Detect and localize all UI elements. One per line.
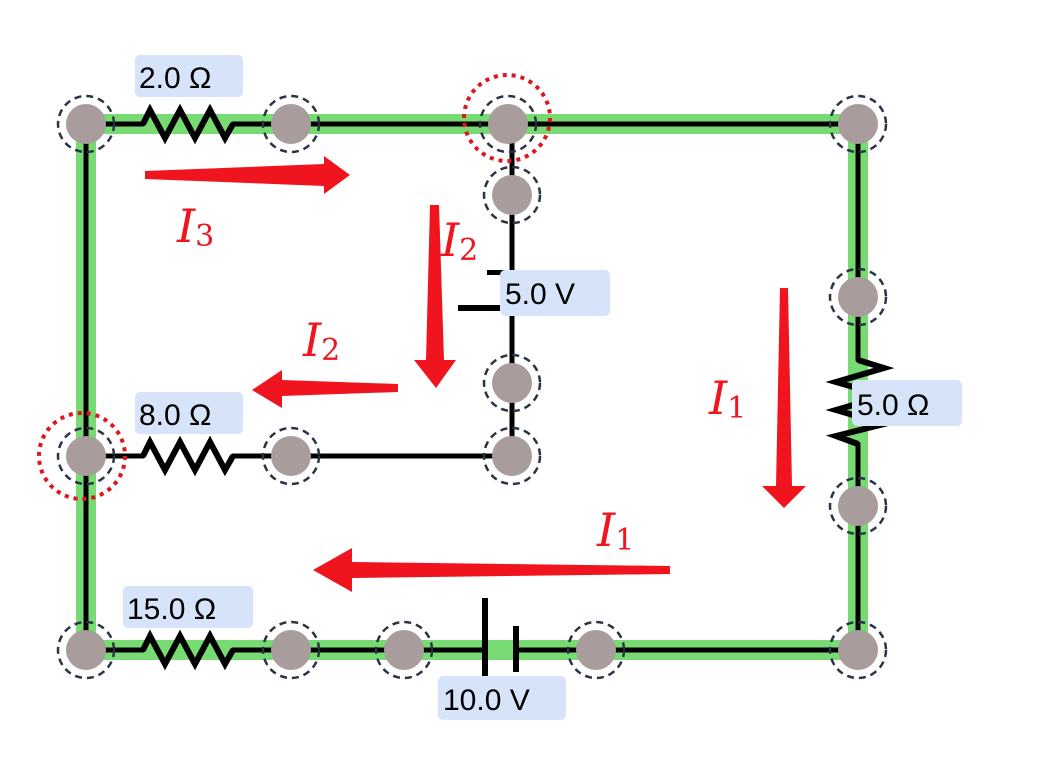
node-ring — [482, 353, 542, 413]
resistor-bottom — [140, 629, 236, 671]
junction-marker — [462, 73, 552, 163]
label-r-bottom: 15.0 Ω — [123, 586, 253, 628]
current-label-i2-horizontal: I2 — [302, 313, 340, 368]
terminal-node[interactable] — [492, 436, 532, 476]
label-battery-bottom: 10.0 V — [438, 676, 566, 720]
resistor-top — [140, 103, 236, 145]
label-r-top: 2.0 Ω — [135, 55, 243, 97]
node-ring — [482, 165, 542, 225]
terminal-node[interactable] — [576, 630, 616, 670]
node-ring — [261, 620, 321, 680]
terminal-node[interactable] — [488, 104, 528, 144]
terminal-nodes — [56, 94, 888, 680]
arrow-i1-right — [762, 288, 806, 508]
arrow-i2-vertical — [414, 205, 456, 388]
node-ring — [261, 94, 321, 154]
resistor-middle — [140, 435, 236, 477]
battery-bottom — [482, 598, 519, 698]
node-ring — [261, 426, 321, 486]
node-ring — [828, 620, 888, 680]
label-r-bottom-text: 15.0 Ω — [127, 593, 216, 626]
label-battery-bottom-text: 10.0 V — [443, 684, 530, 717]
node-ring — [828, 94, 888, 154]
current-label-i1-right: I1 — [708, 371, 746, 426]
node-ring — [828, 267, 888, 327]
terminal-node[interactable] — [66, 104, 106, 144]
terminal-node[interactable] — [271, 436, 311, 476]
node-ring — [482, 426, 542, 486]
current-label-i1-bottom: I1 — [596, 503, 634, 558]
terminal-node[interactable] — [838, 486, 878, 526]
terminal-node[interactable] — [492, 175, 532, 215]
node-ring — [56, 620, 116, 680]
label-r-middle: 8.0 Ω — [135, 392, 243, 434]
current-label-i3: I3 — [176, 199, 214, 254]
node-ring — [828, 476, 888, 536]
label-r-middle-text: 8.0 Ω — [139, 399, 211, 432]
arrow-i1-bottom — [313, 548, 670, 592]
terminal-node[interactable] — [384, 630, 424, 670]
terminal-node[interactable] — [66, 630, 106, 670]
junction-marker — [37, 411, 127, 501]
current-label-i2-vertical: I2 — [440, 213, 478, 268]
terminal-node[interactable] — [271, 104, 311, 144]
label-r-right: 5.0 Ω — [852, 380, 962, 426]
terminal-node[interactable] — [838, 104, 878, 144]
node-ring — [56, 94, 116, 154]
label-r-right-text: 5.0 Ω — [857, 389, 929, 422]
arrow-i3 — [145, 156, 350, 194]
label-battery-middle: 5.0 V — [500, 270, 610, 316]
arrow-i2-horizontal — [252, 370, 398, 408]
terminal-node[interactable] — [492, 363, 532, 403]
node-ring — [56, 426, 116, 486]
node-ring — [478, 94, 538, 154]
terminal-node[interactable] — [838, 277, 878, 317]
junction-markers — [37, 73, 552, 501]
current-arrows — [145, 156, 806, 592]
terminal-node[interactable] — [271, 630, 311, 670]
label-battery-middle-text: 5.0 V — [505, 278, 575, 311]
label-r-top-text: 2.0 Ω — [139, 62, 211, 95]
terminal-node[interactable] — [66, 436, 106, 476]
node-ring — [374, 620, 434, 680]
node-ring — [566, 620, 626, 680]
terminal-node[interactable] — [838, 630, 878, 670]
